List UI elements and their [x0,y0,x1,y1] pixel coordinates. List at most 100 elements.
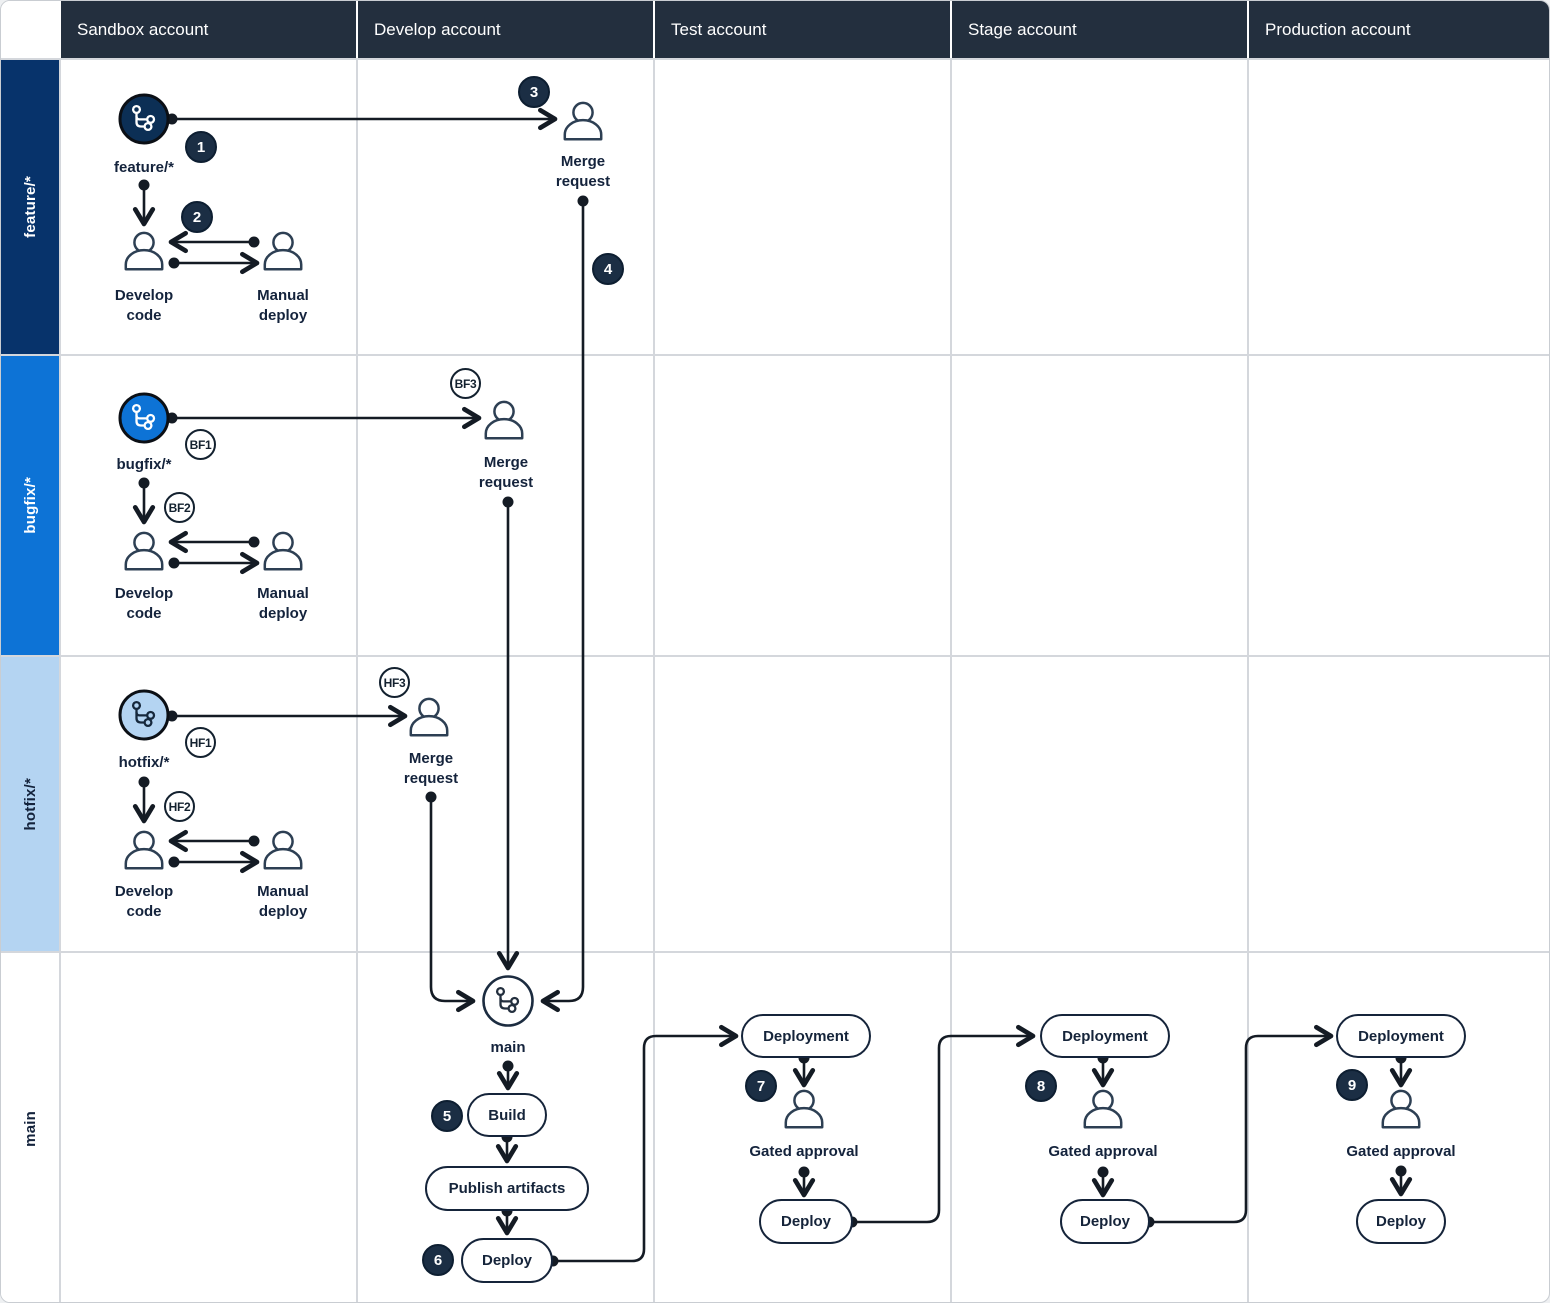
step-badge-label: BF2 [168,500,191,515]
deployment-node-label: Deployment [1062,1027,1148,1045]
step-7-badge: 7 [745,1070,777,1102]
step-5-badge: 5 [431,1100,463,1132]
bugfix-manual-deploy-person-icon [260,530,306,576]
grid-line-vertical [653,58,655,1302]
feature-branch-icon [117,92,171,146]
column-header-label: Develop account [374,19,501,39]
deploy-node-label: Deploy [1079,1213,1130,1230]
stage-gated-approval-label: Gated approval [1048,1143,1158,1160]
production-deployment-node: Deployment [1336,1014,1466,1058]
stage-deploy-node: Deploy [1060,1199,1150,1244]
deployment-node-label: Deployment [1358,1027,1444,1045]
step-badge-label: 1 [196,138,206,156]
test-deploy-node: Deploy [759,1199,853,1244]
step-hf2-badge: HF2 [164,791,195,822]
develop-deploy-node: Deploy [461,1238,553,1283]
grid-line-vertical [1247,58,1249,1302]
feature-merge-request-label: Merge request [555,153,611,190]
step-bf1-badge: BF1 [185,429,216,460]
hotfix-manual-deploy-label: Manual deploy [257,883,309,920]
stage-gated-approval-person-icon [1080,1088,1126,1134]
row-label-bugfix: bugfix/* [21,477,39,534]
main-branch-icon [481,974,535,1028]
hotfix-develop-code-label: Develop code [114,883,174,920]
deploy-node-label: Deploy [1375,1213,1426,1230]
column-header-label: Test account [671,19,767,39]
main-branch-label: main [490,1039,526,1056]
deploy-node-label: Deploy [780,1213,831,1230]
bugfix-branch-label: bugfix/* [116,456,172,473]
test-deployment-node: Deployment [741,1014,871,1058]
step-badge-label: 3 [529,83,539,101]
hotfix-branch-icon [117,688,171,742]
step-2-badge: 2 [181,201,213,233]
row-band-feature: feature/* [1,58,59,355]
grid-line-horizontal [1,354,1549,356]
grid-line-horizontal [1,951,1549,953]
step-badge-label: 9 [1347,1076,1357,1094]
production-gated-approval-label: Gated approval [1346,1143,1456,1160]
bugfix-develop-code-label: Develop code [114,585,174,622]
step-hf1-badge: HF1 [185,727,216,758]
row-label-hotfix: hotfix/* [21,778,39,831]
step-bf3-badge: BF3 [450,368,481,399]
feature-manual-deploy-label: Manual deploy [257,287,309,324]
build-node: Build [467,1093,547,1137]
step-badge-label: BF1 [189,437,212,452]
step-badge-label: BF3 [454,376,477,391]
column-header-stage: Stage account [952,1,1247,58]
step-bf2-badge: BF2 [164,492,195,523]
row-band-hotfix: hotfix/* [1,656,59,953]
step-badge-label: 7 [756,1077,766,1095]
step-badge-label: 8 [1036,1077,1046,1095]
grid-line-horizontal [1,58,1549,60]
step-8-badge: 8 [1025,1070,1057,1102]
hotfix-merge-request-person-icon [406,696,452,742]
step-badge-label: HF2 [168,799,191,814]
step-4-badge: 4 [592,253,624,285]
feature-manual-deploy-person-icon [260,230,306,276]
column-header-test: Test account [655,1,950,58]
step-badge-label: HF3 [383,675,406,690]
deployment-node-label: Deployment [763,1027,849,1045]
feature-merge-request-person-icon [560,100,606,146]
grid-line-vertical [59,58,61,1302]
bugfix-merge-request-label: Merge request [478,454,534,491]
row-band-main: main [1,953,59,1302]
column-header-label: Sandbox account [77,19,209,39]
production-deploy-node: Deploy [1356,1199,1446,1244]
hotfix-branch-label: hotfix/* [118,754,170,771]
step-badge-label: 2 [192,208,202,226]
grid-line-vertical [950,58,952,1302]
hotfix-merge-request-label: Merge request [403,750,459,787]
column-header-label: Production account [1265,19,1411,39]
step-1-badge: 1 [185,131,217,163]
step-3-badge: 3 [518,76,550,108]
step-9-badge: 9 [1336,1069,1368,1101]
feature-develop-code-person-icon [121,230,167,276]
grid-line-horizontal [1,655,1549,657]
column-header-production: Production account [1249,1,1549,58]
column-header-sandbox: Sandbox account [61,1,356,58]
production-gated-approval-person-icon [1378,1088,1424,1134]
deploy-node-label: Deploy [481,1252,532,1269]
bugfix-manual-deploy-label: Manual deploy [257,585,309,622]
step-badge-label: HF1 [189,735,212,750]
bugfix-merge-request-person-icon [481,399,527,445]
publish-artifacts-node-label: Publish artifacts [448,1180,566,1197]
corner-cell [1,1,59,58]
feature-develop-code-label: Develop code [114,287,174,324]
feature-branch-label: feature/* [113,159,175,176]
build-node-label: Build [488,1106,526,1124]
row-label-feature: feature/* [21,175,39,238]
row-band-bugfix: bugfix/* [1,355,59,656]
step-6-badge: 6 [422,1244,454,1276]
publish-artifacts-node: Publish artifacts [425,1166,589,1211]
bugfix-branch-icon [117,391,171,445]
test-gated-approval-person-icon [781,1088,827,1134]
column-header-label: Stage account [968,19,1077,39]
step-badge-label: 4 [603,260,613,278]
test-gated-approval-label: Gated approval [749,1143,859,1160]
